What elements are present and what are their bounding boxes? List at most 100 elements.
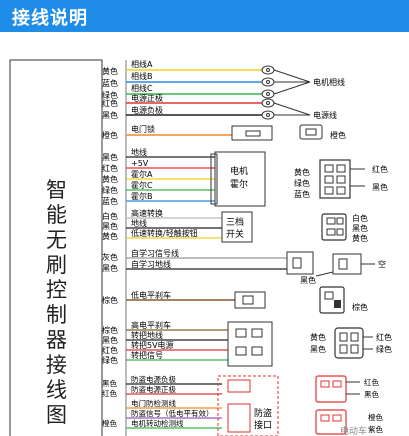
wire-function-label: 电门锁 [131, 124, 155, 134]
page-title: 接线说明 [12, 8, 88, 29]
wire-function-label: 高电平刹车 [131, 320, 171, 330]
wire-function-label: 低速转换/轻触按钮 [131, 228, 198, 238]
wire-function-label: +5V [131, 159, 149, 168]
antitheft-section: 黑色 红色 橙色 防盗电源负极 防盗电源正极 电门防检测线 防盗信号（低电平有效… [102, 374, 383, 436]
hall-conn-label: 蓝色 [294, 189, 310, 199]
hall-box-label: 电机 [230, 165, 248, 177]
title-char: 线 [46, 378, 67, 402]
wire-function-label: 霍尔B [131, 191, 153, 201]
learn-conn-label: 黑色 [300, 275, 316, 285]
learn-side: 空 [378, 259, 386, 269]
wire-color-label: 黄色 [102, 174, 118, 184]
speed-section: 白色 黑色 黄色 高速转换 地线 低速转换/轻触按钮 三档 开关 白色 黑色 黄… [102, 208, 368, 243]
hall-section: 黑色 红色 黄色 绿色 蓝色 地线 +5V 霍尔A 霍尔C 霍尔B 电机 霍尔 … [102, 147, 388, 207]
wire-function-label: 转把信号 [131, 350, 163, 360]
ring-terminal [261, 65, 275, 99]
wire-function-label: 自学习地线 [131, 259, 171, 269]
throttle-conn-label: 黄色 [310, 332, 326, 342]
speed-box-label: 开关 [226, 228, 244, 240]
wire-function-label: 电源负极 [131, 105, 163, 115]
wire-color-label: 红色 [102, 345, 118, 355]
title-char: 制 [46, 303, 67, 327]
throttle-conn-label: 黑色 [310, 344, 326, 354]
wire-function-label: 地线 [131, 218, 147, 228]
watermark: 电动车 [340, 425, 367, 436]
hall-box-label: 霍尔 [230, 178, 248, 190]
wire-function-label: 电机转动检测线 [131, 418, 184, 428]
title-char: 器 [46, 328, 67, 352]
wire-color-label: 红色 [102, 98, 118, 108]
antitheft-conn-label: 橙色 [368, 412, 383, 422]
wire-color-label: 绿色 [102, 185, 118, 195]
wire-function-label: 相线A [131, 59, 153, 69]
wire-color-label: 黑色 [102, 263, 118, 273]
learn-section: 灰色 黑色 自学习信号线 自学习地线 空 黑色 [102, 248, 386, 285]
throttle-section: 棕色 黑色 红色 绿色 高电平刹车 转把地线 转把5V电源 转把信号 黄色 黑色… [102, 320, 392, 367]
wire-function-label: 相线C [131, 83, 153, 93]
wire-color-label: 黑色 [102, 152, 118, 162]
power-dest: 电源线 [313, 110, 337, 120]
antitheft-conn-label: 紫色 [368, 424, 383, 434]
wire-function-label: 电源正极 [131, 93, 163, 103]
lock-dest: 橙色 [330, 130, 346, 140]
wire-function-label: 地线 [131, 147, 147, 157]
wire-color-label: 橙色 [102, 130, 118, 140]
wire-function-label: 电门防检测线 [131, 398, 176, 408]
speed-conn-label: 黄色 [352, 233, 368, 243]
lock-section: 橙色 电门锁 橙色 [102, 124, 346, 141]
hall-conn-label: 黄色 [294, 167, 310, 177]
wire-color-label: 黄色 [102, 66, 118, 76]
wire-function-label: 转把5V电源 [131, 340, 174, 350]
title-char: 控 [46, 278, 67, 302]
title-char: 刷 [46, 253, 67, 277]
title-char: 无 [46, 228, 67, 252]
wire-color-label: 白色 [102, 211, 118, 221]
controller-frame [9, 59, 103, 436]
wire-color-label: 绿色 [102, 355, 118, 365]
wire-function-label: 霍尔C [131, 180, 153, 190]
wire-function-label: 相线B [131, 71, 153, 81]
hall-conn-label: 绿色 [294, 178, 310, 188]
antitheft-box-label: 防盗 [254, 407, 272, 419]
wiring-diagram: 智 能 无 刷 控 制 器 接 线 图 黄色 蓝色 绿色 相线A 相线B 相线C… [9, 59, 392, 436]
antitheft-conn-label: 红色 [364, 377, 379, 387]
wire-function-label: 霍尔A [131, 169, 153, 179]
wire-color-label: 黄色 [102, 231, 118, 241]
antitheft-conn-label: 黑色 [364, 389, 379, 399]
wire-color-label: 棕色 [102, 325, 118, 335]
title-char: 接 [46, 353, 67, 377]
brake-conn-label: 棕色 [352, 302, 368, 312]
header-bar: 接线说明 [0, 0, 409, 32]
wire-color-label: 绿色 [102, 90, 118, 100]
hall-conn-label: 红色 [372, 164, 388, 174]
antitheft-box-label: 接口 [254, 419, 272, 431]
speed-conn-label: 黑色 [352, 223, 368, 233]
wire-function-label: 转把地线 [131, 330, 163, 340]
wire-color-label: 黑色 [102, 378, 117, 388]
speed-box-label: 三档 [226, 216, 244, 228]
throttle-conn-label: 绿色 [376, 344, 392, 354]
title-char: 图 [46, 403, 67, 427]
power-section: 红色 黑色 电源正极 电源负极 电源线 [102, 93, 337, 120]
title-char: 能 [46, 203, 67, 227]
wire-function-label: 防盗信号（低电平有效） [131, 408, 214, 418]
wire-function-label: 自学习信号线 [131, 248, 179, 258]
wire-function-label: 高速转换 [131, 208, 163, 218]
brake-section: 棕色 低电平刹车 棕色 [102, 286, 368, 314]
wire-color-label: 橙色 [102, 418, 117, 428]
wire-color-label: 红色 [102, 163, 118, 173]
wire-color-label: 红色 [102, 388, 117, 398]
speed-conn-label: 白色 [352, 213, 368, 223]
wire-color-label: 蓝色 [102, 196, 118, 206]
hall-conn-label: 黑色 [372, 182, 388, 192]
motor-phase-section: 黄色 蓝色 绿色 相线A 相线B 相线C 电机相线 [102, 59, 345, 100]
motor-phase-dest: 电机相线 [313, 77, 345, 87]
wire-color-label: 黑色 [102, 110, 118, 120]
wire-color-label: 黑色 [102, 221, 118, 231]
wire-function-label: 低电平刹车 [131, 290, 171, 300]
vertical-title: 智 能 无 刷 控 制 器 接 线 图 [46, 178, 67, 427]
wire-color-label: 黑色 [102, 335, 118, 345]
wire-color-label: 蓝色 [102, 78, 118, 88]
wire-function-label: 防盗电源正极 [131, 384, 176, 394]
wire-color-label: 灰色 [102, 252, 118, 262]
